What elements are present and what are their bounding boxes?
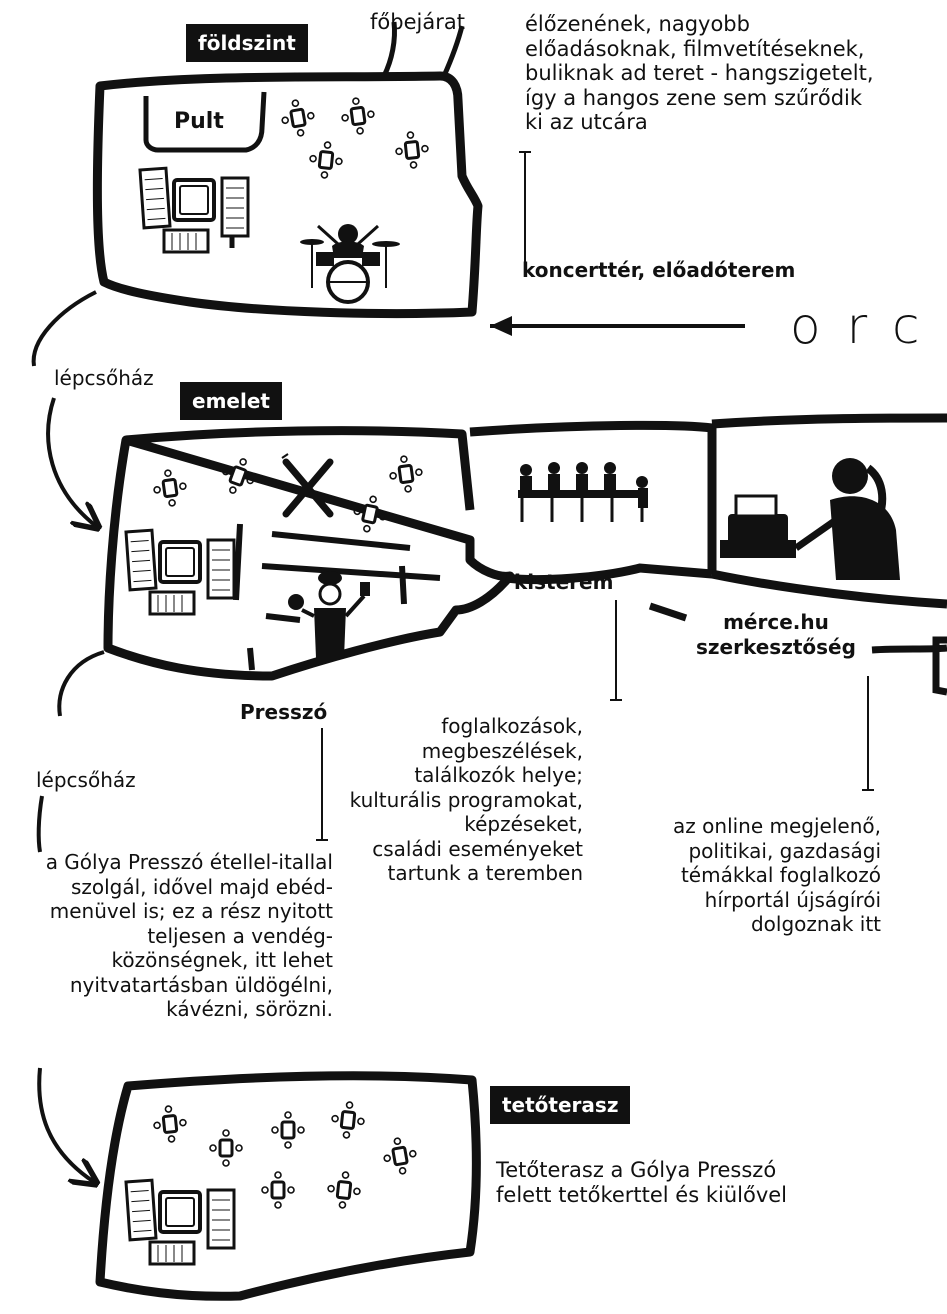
entrance-left-line bbox=[381, 21, 397, 78]
first-lounge bbox=[126, 530, 234, 614]
table-with-chairs-icon bbox=[260, 1170, 296, 1210]
small-room-description-line: megbeszélések, bbox=[421, 738, 583, 763]
ground-floor-outline bbox=[92, 71, 483, 319]
roof-lounge bbox=[126, 1180, 234, 1264]
typewriter-woman-icon bbox=[720, 458, 900, 580]
table-with-chairs-icon bbox=[306, 138, 346, 182]
drum-kit-icon bbox=[300, 224, 400, 304]
small-room-description-line: foglalkozások, bbox=[441, 714, 583, 738]
roof-description-line: felett tetőkerttel és kiülővel bbox=[496, 1182, 788, 1207]
ground-description-line: így a hangos zene sem szűrődik bbox=[525, 85, 863, 110]
table-with-chairs-icon bbox=[386, 452, 426, 496]
table-with-chairs-icon bbox=[324, 1168, 364, 1212]
editorial-description-line: hírportál újságírói bbox=[704, 887, 881, 912]
table-with-chairs-icon bbox=[208, 1128, 244, 1168]
roof-floor-plan bbox=[95, 1071, 481, 1301]
roof-description: Tetőterasz a Gólya Presszó felett tetőke… bbox=[496, 1158, 787, 1207]
editorial-description-line: témákkal foglalkozó bbox=[680, 863, 881, 887]
stairs-curve-middle bbox=[57, 650, 105, 717]
presszo-description-line: kávézni, sörözni. bbox=[166, 997, 333, 1021]
ground-floor-plan bbox=[92, 21, 745, 336]
fork-knife-icon bbox=[281, 453, 334, 518]
meeting-people-icon bbox=[518, 462, 648, 522]
table-with-chairs-icon bbox=[338, 94, 378, 138]
editorial-description-line: dolgoznak itt bbox=[750, 912, 881, 936]
small-room-description-line: találkozók helye; bbox=[414, 763, 583, 787]
presszo-description: a Gólya Presszó étellel-itallal szolgál,… bbox=[46, 850, 333, 1022]
small-room-description-line: családi eseményeket bbox=[372, 836, 583, 861]
editorial-description-line: politikai, gazdasági bbox=[688, 838, 881, 863]
ground-description-line: buliknak ad teret - hangszigetelt, bbox=[525, 61, 874, 85]
ground-description-line: előadásoknak, filmvetítéseknek, bbox=[525, 36, 865, 61]
presszo-description-line: a Gólya Presszó étellel-itallal bbox=[45, 850, 333, 874]
editorial-description: az online megjelenő, politikai, gazdaság… bbox=[673, 814, 881, 937]
main-entrance-label: főbejárat bbox=[370, 10, 465, 34]
table-with-chairs-icon bbox=[270, 1110, 306, 1150]
editorial-label: mérce.hu szerkesztőség bbox=[696, 610, 856, 659]
editorial-outline bbox=[711, 413, 947, 609]
table-with-chairs-icon bbox=[349, 491, 391, 537]
first-floor-tag: emelet bbox=[180, 382, 282, 420]
stairs-label-middle: lépcsőház bbox=[36, 768, 136, 792]
bar-label: Pult bbox=[174, 109, 224, 134]
small-room-description-line: képzéseket, bbox=[464, 812, 583, 836]
small-room-description-line: tartunk a teremben bbox=[387, 861, 583, 885]
small-room-outline bbox=[469, 420, 717, 574]
first-floor-plan bbox=[103, 413, 947, 841]
editorial-side-room bbox=[932, 636, 947, 696]
ground-description-line: élőzenének, nagyobb bbox=[525, 12, 750, 36]
stairs-arrow-to-roof bbox=[37, 1067, 94, 1182]
roof-outline bbox=[95, 1071, 481, 1301]
stairs-curve-top bbox=[31, 290, 97, 367]
ground-floor-tag: földszint bbox=[186, 24, 308, 62]
small-room-label: kisterem bbox=[514, 570, 614, 594]
table-with-chairs-icon bbox=[150, 466, 190, 510]
roof-tag: tetőterasz bbox=[490, 1086, 631, 1124]
street-arrow-head bbox=[490, 316, 512, 336]
roof-description-line: Tetőterasz a Gólya Presszó bbox=[496, 1158, 777, 1182]
bar-counter bbox=[143, 91, 267, 153]
chef-icon bbox=[288, 571, 370, 658]
ground-description: élőzenének, nagyobb előadásoknak, filmve… bbox=[525, 12, 874, 135]
stairs-arrow-to-first bbox=[46, 397, 96, 526]
presszo-description-line: teljesen a vendég- bbox=[147, 923, 333, 948]
ground-description-line: ki az utcára bbox=[525, 110, 648, 134]
table-with-chairs-icon bbox=[379, 1133, 421, 1179]
small-room-description: foglalkozások, megbeszélések, találkozók… bbox=[350, 714, 583, 886]
table-with-chairs-icon bbox=[150, 1102, 190, 1146]
table-with-chairs-icon bbox=[277, 95, 319, 141]
editorial-description-line: az online megjelenő, bbox=[673, 814, 881, 838]
concert-room-label: koncerttér, előadóterem bbox=[522, 258, 796, 282]
presszo-label: Presszó bbox=[240, 700, 328, 724]
entrance-right-line bbox=[441, 25, 465, 78]
small-room-bottom-wall bbox=[505, 563, 713, 585]
small-room-description-line: kulturális programokat, bbox=[349, 787, 583, 812]
presszo-description-line: szolgál, idővel majd ebéd- bbox=[70, 874, 333, 899]
presszo-description-line: nyitvatartásban üldögélni, bbox=[69, 972, 333, 997]
stairs-label-top: lépcsőház bbox=[54, 366, 154, 390]
presszo-description-line: közönségnek, itt lehet bbox=[111, 948, 334, 972]
table-with-chairs-icon bbox=[328, 1098, 368, 1142]
kitchen-walls bbox=[233, 523, 441, 671]
presszo-description-line: menüvel is; ez a rész nyitott bbox=[49, 899, 333, 923]
table-with-chairs-icon bbox=[392, 128, 432, 172]
editorial-label-line: mérce.hu bbox=[723, 610, 829, 634]
editorial-walls bbox=[648, 602, 947, 654]
street-label: orc bbox=[790, 297, 946, 355]
stairs-line-middle bbox=[36, 795, 44, 853]
editorial-label-line: szerkesztőség bbox=[696, 634, 856, 659]
